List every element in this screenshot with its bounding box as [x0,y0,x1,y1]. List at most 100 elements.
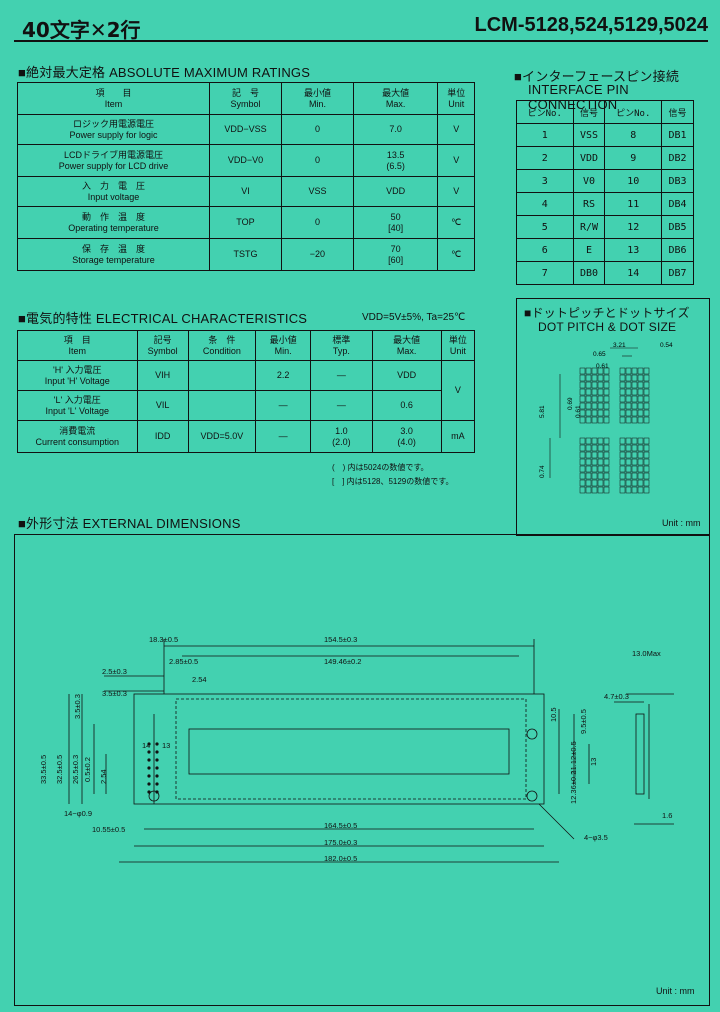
dot [591,479,598,487]
ext-title: ■外形寸法 EXTERNAL DIMENSIONS [18,516,241,531]
dot [619,458,626,466]
dot [643,465,650,473]
dot [579,374,586,382]
dot [597,479,604,487]
dot [585,479,592,487]
dot [625,381,632,389]
pin-header [147,742,159,794]
dot [619,388,626,396]
dot [591,465,598,473]
dot [597,402,604,410]
dot [631,409,638,417]
dot [603,388,610,396]
dot-dim-4: 0.61 [596,363,609,370]
dot [631,381,638,389]
dim-label: 13.0Max [632,649,661,658]
dim-label: 2.85±0.5 [169,657,198,666]
dot [603,479,610,487]
dot [643,402,650,410]
dot [643,409,650,417]
dot [585,444,592,452]
dot [597,472,604,480]
dot [597,367,604,375]
dot [603,437,610,445]
dot-dim-6: 0.69 [567,397,574,410]
dot [597,374,604,382]
dot-dim-7: 0.61 [575,405,582,418]
dot [631,402,638,410]
dot [585,437,592,445]
dot [591,402,598,410]
mount-holes [148,728,538,802]
dot [579,367,586,375]
dot [643,388,650,396]
dot [603,381,610,389]
dot [637,437,644,445]
dim-label: 1.6 [662,811,672,820]
dot [579,388,586,396]
dim-label: 4.7±0.3 [604,692,629,701]
dot [579,451,586,459]
dot [591,437,598,445]
dot [585,458,592,466]
dot [585,381,592,389]
dot [579,437,586,445]
dot [625,465,632,473]
dim-label: 164.5±0.5 [324,821,357,830]
dot-matrix-drawing: 3.21 0.54 0.65 0.61 5.81 0.69 0.61 0.74 [539,342,673,494]
dot [625,374,632,382]
dot-grid [579,367,650,494]
dim-label: 3.5±0.3 [102,689,127,698]
dot [637,465,644,473]
dot [597,416,604,424]
title-rule [14,40,708,42]
dot [643,381,650,389]
dot [637,458,644,466]
dot [603,444,610,452]
dot [585,472,592,480]
dot [585,416,592,424]
dot [631,451,638,459]
dot [631,437,638,445]
dot [631,486,638,494]
dim-label: 11.12±0.5 [569,741,578,774]
dim-label: 154.5±0.3 [324,635,357,644]
elec-title: ■電気的特性 ELECTRICAL CHARACTERISTICS [18,311,308,326]
dot [585,395,592,403]
note-2: [ ] 内は5128、5129の数値です。 [332,477,454,486]
dot-dim-5: 5.81 [539,405,546,418]
dot [603,465,610,473]
dot-dim-1: 3.21 [613,342,626,349]
dim-label: 9.5±0.5 [579,709,588,734]
dot [631,465,638,473]
dim-label: 14−φ0.9 [64,809,92,818]
page-title: 40文字✕2行 [22,18,141,42]
dim-label: 26.5±0.3 [71,755,80,784]
dot [597,465,604,473]
dot [579,486,586,494]
dot [619,409,626,417]
dot [591,381,598,389]
dot [625,416,632,424]
dot [603,486,610,494]
dot-dim-8: 0.74 [539,465,546,478]
dot [603,402,610,410]
dot [637,479,644,487]
dot [579,395,586,403]
abs-max-title: ■絶対最大定格 ABSOLUTE MAXIMUM RATINGS [18,65,311,80]
dot [619,416,626,424]
dot [625,458,632,466]
dot [579,416,586,424]
dot [603,472,610,480]
elec-condition: VDD=5V±5%, Ta=25℃ [362,312,466,323]
dim-label: 2.54 [192,675,207,684]
dim-label: 18.3±0.5 [149,635,178,644]
